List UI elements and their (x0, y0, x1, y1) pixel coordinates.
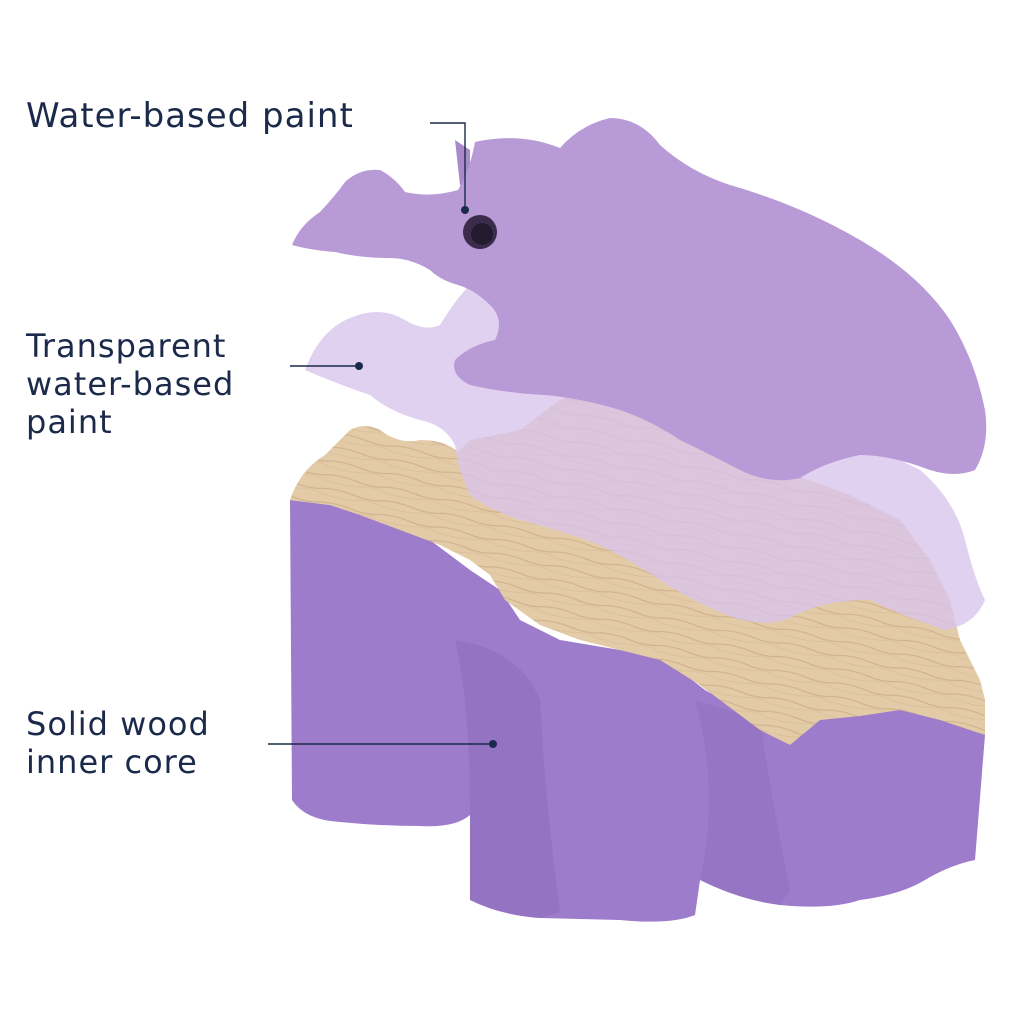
leader-dot-transparent (355, 362, 363, 370)
side-shadow-right (695, 700, 790, 905)
leader-lines (268, 122, 492, 745)
leader-line-water (430, 122, 466, 210)
label-transparent-line3: paint (26, 402, 113, 441)
label-transparent-line1: Transparent (26, 327, 227, 365)
label-transparent-line2: water-based (26, 364, 235, 403)
leader-dot-water (461, 206, 469, 214)
label-transparent-paint: Transparent water-based paint (26, 327, 235, 441)
label-solid-wood-core: Solid wood inner core (26, 705, 210, 782)
label-solid-line2: inner core (26, 742, 198, 781)
layer-hole-inner (471, 223, 493, 245)
label-solid-line1: Solid wood (26, 705, 210, 743)
painted-side-walls (290, 500, 985, 922)
side-shadow (455, 640, 560, 918)
label-water-based-paint: Water-based paint (26, 96, 354, 136)
label-water-based-paint-text: Water-based paint (26, 96, 354, 136)
leader-dots (355, 206, 497, 748)
leader-dot-solid (489, 740, 497, 748)
